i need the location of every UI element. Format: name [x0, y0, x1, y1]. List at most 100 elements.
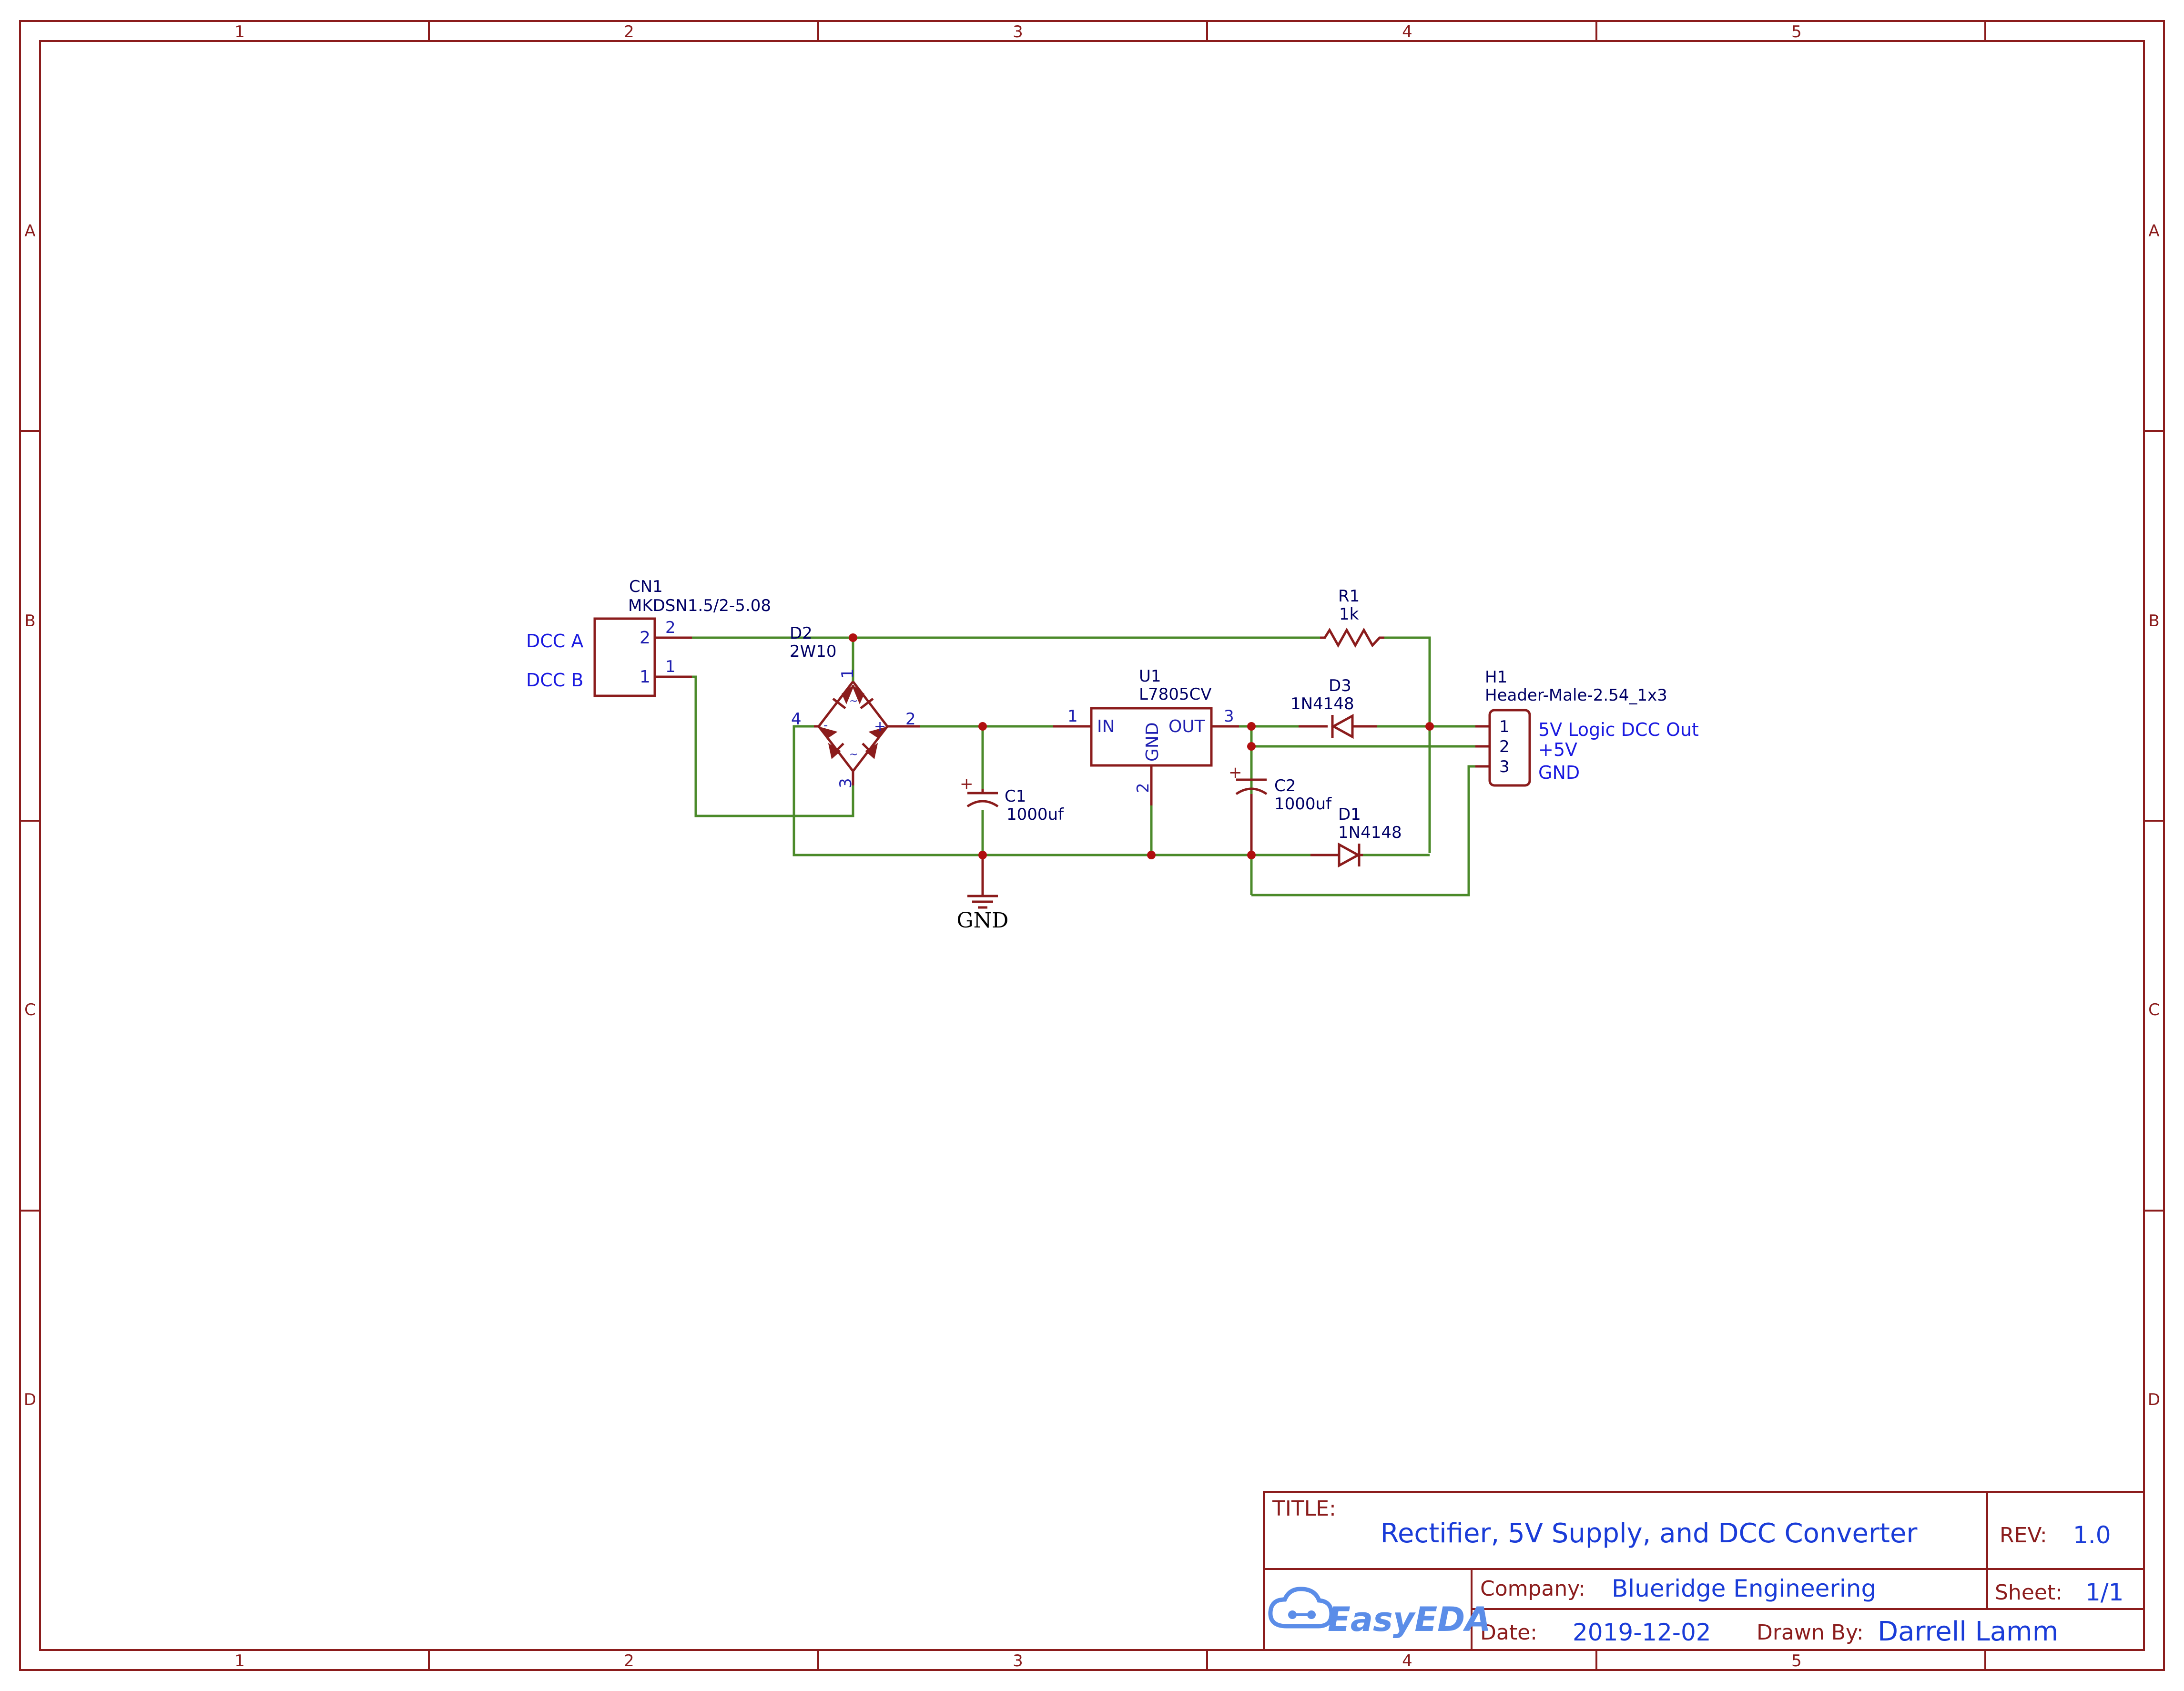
u1-pin1-num: 1 — [1067, 707, 1078, 726]
gnd-symbol-label: GND — [957, 908, 1009, 933]
grid-col-2-bottom: 2 — [624, 1651, 634, 1671]
sheet-value: 1/1 — [2085, 1579, 2123, 1606]
grid-row-b-left: B — [24, 611, 35, 631]
grid-col-4-bottom: 4 — [1402, 1651, 1412, 1671]
grid-row-c-right: C — [2148, 1000, 2160, 1019]
d2-sign-ac-bottom: ~ — [849, 749, 858, 761]
c2-polarity: + — [1229, 763, 1242, 782]
c1-ref: C1 — [1005, 787, 1026, 806]
easyeda-logo-text: EasyEDA — [1328, 1600, 1491, 1639]
d2-sign-minus: - — [823, 718, 828, 733]
c2-ref: C2 — [1274, 776, 1296, 795]
h1-pin2: 2 — [1499, 737, 1510, 756]
d2-sign-plus: + — [874, 718, 886, 735]
grid-col-4-top: 4 — [1402, 22, 1412, 41]
c1-polarity: + — [960, 774, 974, 794]
net-label-logic-out: 5V Logic DCC Out — [1538, 719, 1699, 740]
easyeda-logo: EasyEDA — [1268, 1587, 1491, 1639]
diode-d3[interactable]: D3 1N4148 — [1290, 676, 1377, 739]
grid-col-2-top: 2 — [624, 22, 634, 41]
junction-dot — [849, 633, 857, 642]
u1-pin3-num: 3 — [1224, 707, 1234, 726]
junctions — [849, 633, 1434, 859]
diode-d1[interactable]: D1 1N4148 — [1310, 805, 1402, 868]
r1-ref: R1 — [1338, 587, 1360, 606]
sheet-frame — [19, 20, 2165, 1671]
junction-dot — [1247, 742, 1256, 751]
drawn-by-value: Darrell Lamm — [1878, 1616, 2058, 1647]
c2-value: 1000uf — [1274, 795, 1332, 814]
drawing-title: Rectifier, 5V Supply, and DCC Converter — [1381, 1518, 1918, 1549]
grid-col-5-top: 5 — [1791, 22, 1802, 41]
c1-value: 1000uf — [1006, 805, 1064, 824]
cn1-pin2-inner: 2 — [640, 628, 650, 648]
d2-pin4: 4 — [791, 710, 802, 729]
title-block: TITLE: Rectifier, 5V Supply, and DCC Con… — [1263, 1491, 2145, 1651]
drawn-by-label: Drawn By: — [1757, 1620, 1864, 1645]
capacitor-c2[interactable]: + C2 1000uf — [1229, 763, 1332, 855]
grid-row-a-left: A — [24, 222, 35, 241]
d1-value: 1N4148 — [1338, 823, 1402, 842]
wire-h1-pin3 — [1251, 765, 1475, 896]
h1-value: Header-Male-2.54_1x3 — [1485, 686, 1667, 705]
d2-ref: D2 — [790, 624, 813, 643]
u1-value: L7805CV — [1139, 685, 1211, 704]
h1-ref: H1 — [1485, 668, 1507, 687]
u1-pin2-num: 2 — [1134, 783, 1153, 793]
junction-dot — [978, 851, 987, 859]
grid-col-1-top: 1 — [234, 22, 245, 41]
u1-pin-in: IN — [1097, 717, 1115, 736]
d2-pin2: 2 — [905, 710, 916, 729]
net-label-dcc-b: DCC B — [526, 670, 583, 691]
grid-row-b-right: B — [2148, 611, 2159, 631]
junction-dot — [978, 722, 987, 731]
cn1-value: MKDSN1.5/2-5.08 — [628, 596, 771, 615]
cn1-pin1-num: 1 — [665, 657, 676, 676]
h1-pin3: 3 — [1499, 757, 1510, 776]
r1-value: 1k — [1339, 605, 1359, 624]
h1-pin1: 1 — [1499, 717, 1510, 736]
u1-pin-gnd: GND — [1143, 722, 1162, 762]
net-label-plus5v: +5V — [1538, 739, 1577, 760]
resistor-r1[interactable]: R1 1k — [1320, 587, 1384, 648]
date-value: 2019-12-02 — [1573, 1619, 1711, 1646]
d2-value: 2W10 — [790, 642, 837, 661]
junction-dot — [1247, 851, 1256, 859]
d2-pin1: 1 — [838, 668, 857, 679]
company-value: Blueridge Engineering — [1612, 1575, 1876, 1602]
d2-sign-ac-top: ~ — [849, 695, 858, 707]
rev-value: 1.0 — [2073, 1521, 2111, 1549]
sheet-label: Sheet: — [1995, 1580, 2062, 1605]
company-label: Company: — [1480, 1577, 1585, 1601]
regulator-u1[interactable]: U1 L7805CV IN OUT GND 1 3 2 — [1053, 667, 1239, 805]
wires — [692, 636, 1475, 896]
ground-symbol: GND — [957, 855, 1009, 933]
title-label: TITLE: — [1272, 1497, 1336, 1521]
wire-bridge-pin4-gnd — [792, 725, 1253, 856]
d2-pin3: 3 — [836, 778, 855, 788]
d3-ref: D3 — [1329, 676, 1351, 695]
cn1-pin1-inner: 1 — [640, 667, 650, 687]
grid-col-1-bottom: 1 — [234, 1651, 245, 1671]
d3-value: 1N4148 — [1290, 694, 1354, 713]
junction-dot — [1425, 722, 1434, 731]
grid-labels: 1 2 3 4 5 1 2 3 4 5 A B C D A B C D — [24, 22, 2160, 1671]
bridge-rectifier-d2[interactable]: D2 2W10 1 2 3 4 ~ ~ - + — [790, 624, 920, 788]
wire-dcc-b — [692, 675, 854, 817]
grid-col-3-bottom: 3 — [1013, 1651, 1023, 1671]
capacitor-c1[interactable]: + C1 1000uf — [960, 774, 1064, 824]
grid-row-a-right: A — [2148, 222, 2159, 241]
header-h1[interactable]: H1 Header-Male-2.54_1x3 1 2 3 5V Logic D… — [1475, 668, 1699, 787]
junction-dot — [1247, 722, 1256, 731]
wire-r1-to-d1 — [1384, 636, 1431, 853]
grid-col-3-top: 3 — [1013, 22, 1023, 41]
date-label: Date: — [1480, 1620, 1537, 1645]
grid-col-5-bottom: 5 — [1791, 1651, 1802, 1671]
connector-cn1[interactable]: CN1 MKDSN1.5/2-5.08 2 1 2 1 DCC A DCC B — [526, 577, 771, 697]
grid-row-d-right: D — [2148, 1390, 2160, 1409]
u1-ref: U1 — [1139, 667, 1161, 686]
rev-label: REV: — [2000, 1523, 2047, 1548]
u1-pin-out: OUT — [1168, 717, 1206, 736]
d1-ref: D1 — [1338, 805, 1361, 824]
